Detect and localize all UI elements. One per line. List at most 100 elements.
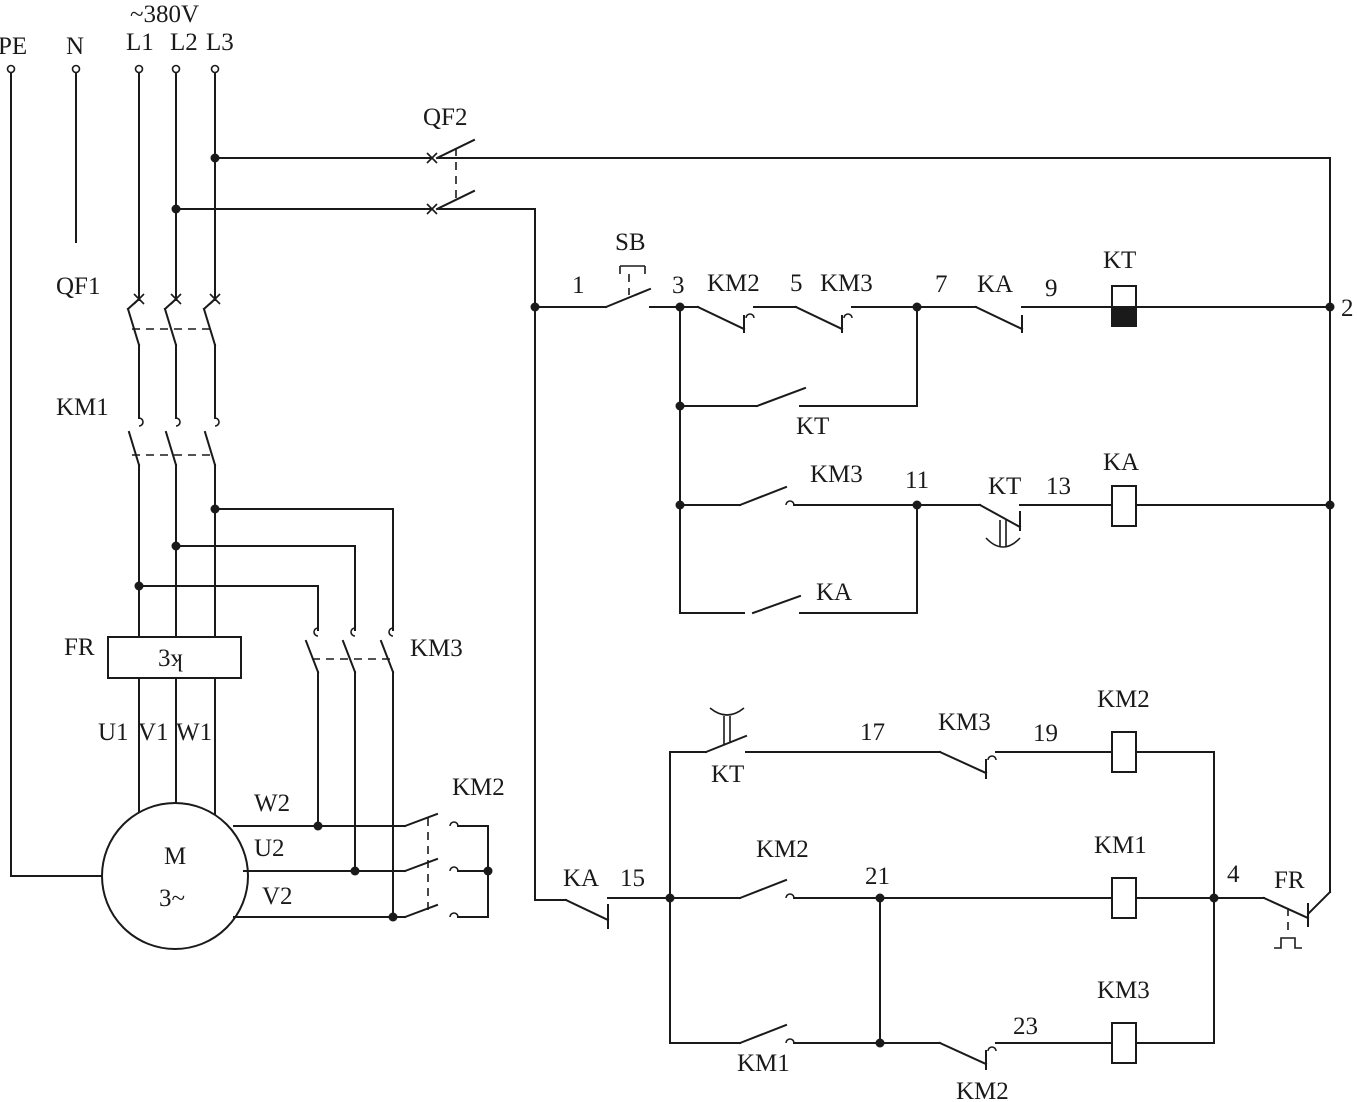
qf2-blades [435, 138, 476, 211]
kt-timed-nc-label: KT [988, 473, 1021, 500]
fr-thermal-relay [107, 636, 242, 679]
control-circuit: SB 1 3 KM2 5 KM3 7 KA 9 [473, 157, 1354, 1102]
node-2: 2 [1341, 295, 1354, 322]
km2-nc-2-label: KM2 [956, 1078, 1009, 1102]
km3-tap-l1 [138, 585, 319, 631]
km2-no-label: KM2 [756, 836, 809, 863]
node-1: 1 [572, 272, 585, 299]
label-n: N [66, 33, 84, 60]
km1-coil [1111, 877, 1137, 919]
motor-sub-label: 3~ [159, 885, 185, 912]
node-4: 4 [1227, 861, 1240, 888]
label-l1: L1 [126, 29, 154, 56]
km2-nc-contact-2 [938, 1041, 997, 1070]
qf1-breaker [126, 293, 221, 347]
rung4-wire [799, 504, 918, 614]
qf1-label: QF1 [56, 273, 100, 300]
motor [101, 802, 249, 950]
km1-main-contacts [127, 417, 220, 467]
kt-no-label: KT [796, 413, 829, 440]
ka-nc-contact-1 [974, 305, 1024, 333]
km2-nc-contact [696, 305, 755, 333]
km3-nc-contact-2 [938, 750, 997, 779]
km1-coil-label: KM1 [1094, 832, 1147, 859]
ka-lower-label: KA [563, 865, 599, 892]
km2-nc-label: KM2 [707, 270, 760, 297]
kt-timed-no-contact [704, 707, 748, 754]
node-9: 9 [1045, 275, 1058, 302]
qf2-label: QF2 [423, 104, 467, 131]
kt-no-contact [755, 386, 807, 408]
u1-label: U1 [98, 719, 129, 746]
node-15: 15 [620, 865, 645, 892]
ka-no-contact [751, 594, 802, 615]
kt-coil [1111, 285, 1137, 327]
u2-label: U2 [254, 835, 285, 862]
fr-label: FR [64, 634, 95, 661]
km2-no-contact [738, 878, 795, 900]
pe-terminal [6, 64, 16, 74]
rung-left-rail [679, 306, 745, 614]
node-7: 7 [935, 271, 948, 298]
fr-nc-label: FR [1274, 867, 1305, 894]
km1-label: KM1 [56, 394, 109, 421]
supply-voltage: ~380V [130, 1, 199, 28]
node-17: 17 [860, 719, 885, 746]
node-23: 23 [1013, 1013, 1038, 1040]
ka-no-contact-2 [564, 898, 610, 929]
l3-terminal [210, 64, 220, 74]
km1-no-contact [738, 1023, 795, 1045]
lower-rail-top [669, 751, 707, 899]
node-5: 5 [790, 270, 803, 297]
l2-terminal [171, 64, 181, 74]
w2-label: W2 [254, 790, 290, 817]
lower-rail-bottom [669, 897, 741, 1044]
node-11: 11 [905, 467, 929, 494]
km3-tap-l2 [175, 545, 356, 631]
km3-tap-l3 [214, 508, 394, 631]
km2-power-label: KM2 [452, 774, 505, 801]
sb-start-button [604, 265, 652, 309]
km3-no-contact [738, 485, 795, 507]
supply-labels: ~380V PE N L1 L2 L3 [0, 1, 234, 60]
km2-coil [1111, 731, 1137, 773]
node-19: 19 [1033, 720, 1058, 747]
km3-no-label: KM3 [810, 461, 863, 488]
km1-no-label: KM1 [737, 1050, 790, 1077]
sb-label: SB [615, 229, 646, 256]
label-pe: PE [0, 33, 27, 60]
ka-coil-label: KA [1103, 449, 1139, 476]
km3-coil-label: KM3 [1097, 977, 1150, 1004]
kt-timed-no-label: KT [711, 761, 744, 788]
km2-main-contacts [403, 812, 493, 919]
node-13: 13 [1046, 473, 1071, 500]
ka-nc-label: KA [977, 271, 1013, 298]
label-l3: L3 [206, 29, 234, 56]
control-left-feed [473, 208, 567, 901]
l1-terminal [134, 64, 144, 74]
control-right-rail [473, 157, 1331, 893]
node-21: 21 [865, 863, 890, 890]
v2-label: V2 [262, 883, 293, 910]
kt-coil-label: KT [1103, 247, 1136, 274]
rung2-wire-b [799, 306, 918, 407]
km3-power-label: KM3 [410, 635, 463, 662]
v1-label: V1 [138, 719, 169, 746]
ka-no-label: KA [816, 579, 852, 606]
kt-timed-nc-contact [978, 503, 1022, 548]
fr-box-label: 3ʞ [158, 645, 184, 672]
motor-label: M [164, 843, 186, 870]
node-3: 3 [672, 272, 685, 299]
km3-nc-2-label: KM3 [938, 709, 991, 736]
ka-coil [1111, 485, 1137, 527]
power-circuit: QF1 KM1 [6, 64, 505, 950]
km3-coil [1111, 1022, 1137, 1064]
fr-nc-contact [1262, 890, 1332, 949]
n-terminal [71, 64, 81, 74]
label-l2: L2 [170, 29, 198, 56]
km3-nc-label: KM3 [820, 270, 873, 297]
km3-nc-contact [794, 305, 853, 333]
km2-coil-label: KM2 [1097, 686, 1150, 713]
pe-wire [10, 72, 105, 877]
